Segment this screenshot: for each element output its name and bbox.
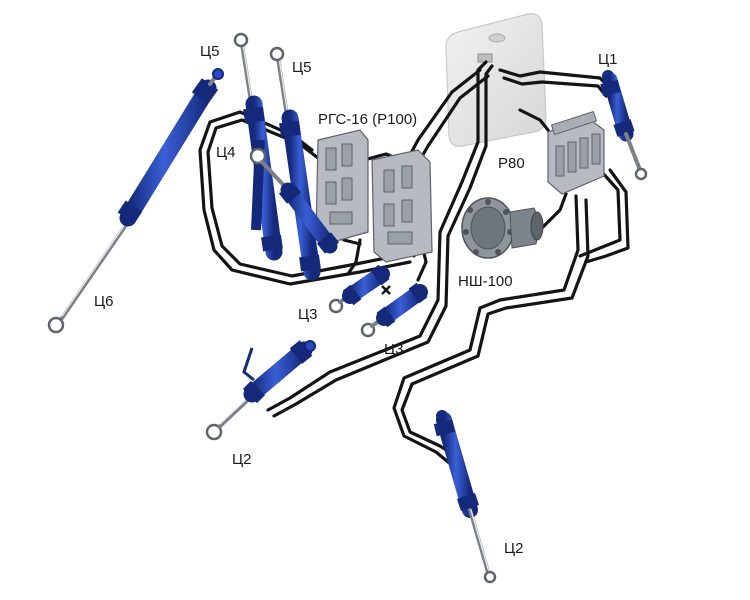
cylinder-c4 <box>249 147 340 254</box>
label-rgs-16: РГС-16 (Р100) <box>318 111 417 128</box>
label-nsh-100: НШ-100 <box>458 273 513 290</box>
p80-distributor <box>547 110 605 195</box>
label-c2-left: Ц2 <box>232 451 251 468</box>
oil-tank <box>445 13 547 147</box>
label-c5-right: Ц5 <box>292 59 311 76</box>
label-c5-left: Ц5 <box>200 43 219 60</box>
label-c2-bottom: Ц2 <box>504 540 523 557</box>
cylinder-c5-left <box>233 32 283 261</box>
rgs-block-right <box>371 149 433 263</box>
cylinder-c1 <box>600 70 648 181</box>
cylinder-c3-lower <box>360 282 428 338</box>
rgs-block-left <box>315 129 369 245</box>
cylinder-c6 <box>47 68 224 334</box>
label-c6: Ц6 <box>94 293 113 310</box>
nsh-100-pump <box>461 197 544 259</box>
label-c3-lower: Ц3 <box>384 341 403 358</box>
label-c3-upper: Ц3 <box>298 306 317 323</box>
labels: Ц5 Ц5 Ц4 Ц6 Ц1 Ц3 Ц3 Ц2 Ц2 РГС-16 (Р100)… <box>94 43 617 557</box>
cylinder-c2-bottom <box>433 410 497 584</box>
rgs-16-valve <box>315 129 433 263</box>
label-p80: Р80 <box>498 155 525 172</box>
cylinder-c3-upper <box>328 264 391 314</box>
label-c4: Ц4 <box>216 144 235 161</box>
cylinder-c2-left <box>205 340 316 441</box>
label-c1: Ц1 <box>598 51 617 68</box>
